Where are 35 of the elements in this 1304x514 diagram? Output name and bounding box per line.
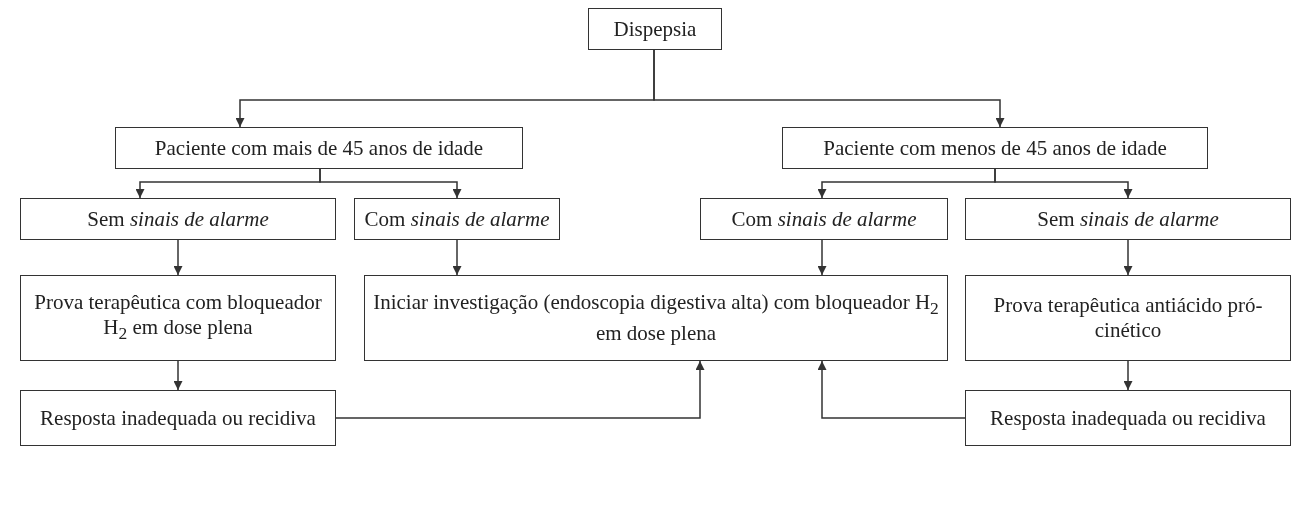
box-label: Resposta inadequada ou recidiva — [990, 405, 1266, 431]
process-box — [965, 198, 1291, 240]
arrow — [452, 239, 462, 276]
box-label: Dispepsia — [613, 16, 697, 42]
process-box — [965, 275, 1291, 361]
arrow — [653, 49, 1005, 128]
arrow — [335, 360, 705, 419]
process-box — [782, 127, 1208, 169]
process-box — [965, 390, 1291, 446]
box-label: Resposta inadequada ou recidiva — [40, 405, 316, 431]
arrow — [1123, 239, 1133, 276]
process-box — [20, 275, 336, 361]
process-box — [20, 198, 336, 240]
arrow — [173, 360, 183, 391]
box-label: Iniciar investigação (endoscopia digestiva alta) com bloqueador H$_{2}$ em dose plena — [373, 289, 939, 347]
arrow — [817, 239, 827, 276]
box-label: Prova terapêutica com bloqueador H$_{2}$ em dose plena — [33, 289, 323, 346]
arrow — [817, 360, 966, 419]
process-box — [354, 198, 560, 240]
box-label: Paciente com mais de 45 anos de idade — [154, 135, 484, 161]
arrow — [173, 239, 183, 276]
arrow — [1123, 360, 1133, 391]
box-label: Com sinais de alarme — [731, 206, 917, 232]
arrow — [994, 168, 1133, 199]
process-box — [364, 275, 948, 361]
box-label: Com sinais de alarme — [364, 206, 550, 232]
process-box — [115, 127, 523, 169]
box-label: Paciente com menos de 45 anos de idade — [823, 135, 1167, 161]
arrow — [319, 168, 462, 199]
box-label: Sem sinais de alarme — [87, 206, 269, 232]
box-label: Prova terapêutica antiácido pró-cinético — [992, 293, 1264, 343]
process-box — [588, 8, 722, 50]
process-box — [700, 198, 948, 240]
process-box — [20, 390, 336, 446]
box-label: Sem sinais de alarme — [1037, 206, 1219, 232]
